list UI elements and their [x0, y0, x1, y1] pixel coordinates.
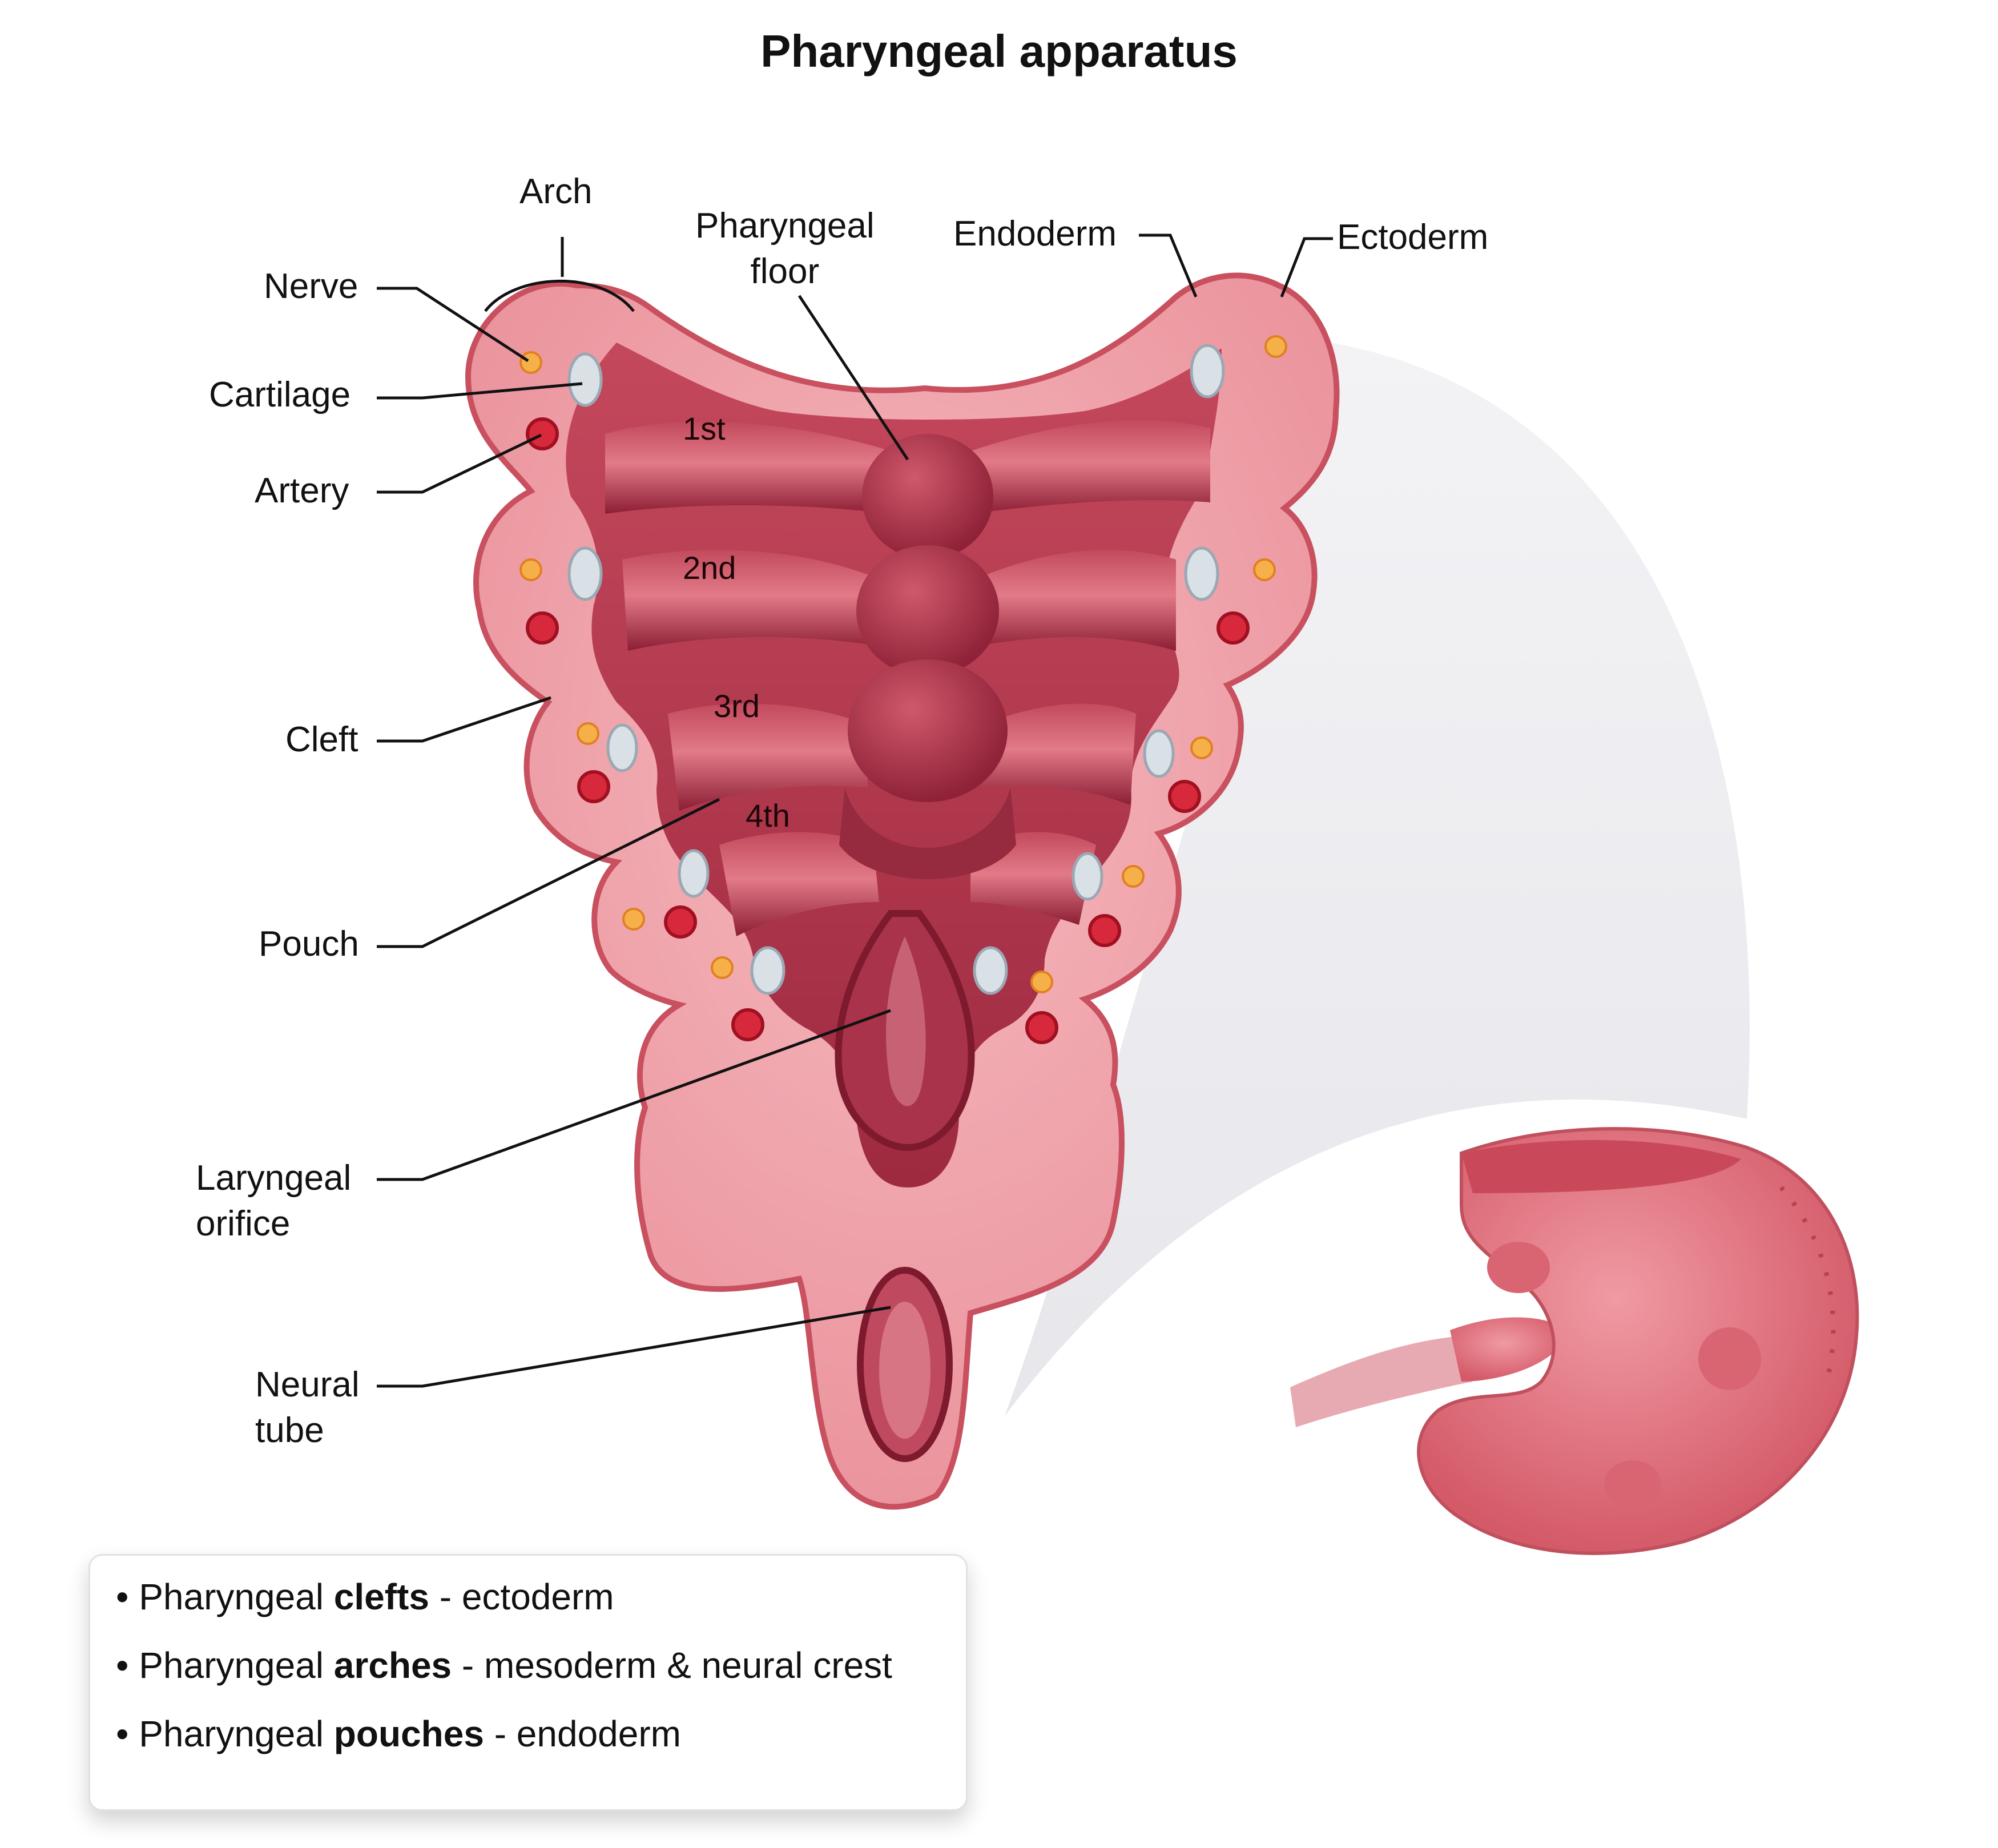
nerve-icon — [1123, 866, 1143, 887]
cartilage-icon — [1186, 548, 1218, 599]
cartilage-icon — [1191, 345, 1223, 397]
nerve-icon — [1254, 559, 1275, 580]
floor-bulge-2 — [856, 545, 999, 677]
nerve-icon — [521, 352, 541, 373]
diagram-title: Pharyngeal apparatus — [0, 25, 1998, 78]
cartilage-icon — [1145, 731, 1173, 776]
artery-label: Artery — [255, 468, 349, 514]
left-arch-bar-2 — [622, 550, 873, 651]
nerve-icon — [578, 723, 598, 744]
artery-icon — [1170, 782, 1199, 811]
artery-icon — [527, 613, 557, 643]
cartilage-icon — [1073, 853, 1102, 899]
cartilage-icon — [752, 948, 784, 993]
floor-bulge-1 — [862, 434, 993, 559]
pharyngeal-floor-label: Pharyngeal floor — [695, 203, 875, 295]
embryo-illustration — [1290, 1129, 1857, 1553]
artery-icon — [733, 1010, 763, 1040]
artery-icon — [527, 419, 557, 449]
artery-icon — [1090, 916, 1119, 945]
nerve-icon — [1032, 972, 1052, 992]
nerve-icon — [521, 559, 541, 580]
legend-row-clefts: • Pharyngeal clefts - ectoderm — [116, 1579, 966, 1647]
cartilage-icon — [608, 725, 637, 771]
arch-number-3: 3rd — [714, 687, 760, 724]
legend-row-arches: • Pharyngeal arches - mesoderm & neural … — [116, 1647, 966, 1716]
artery-icon — [579, 772, 609, 802]
ectoderm-label: Ectoderm — [1337, 215, 1488, 260]
endoderm-label: Endoderm — [953, 211, 1117, 257]
artery-icon — [1027, 1013, 1057, 1042]
nerve-label: Nerve — [264, 264, 358, 309]
arch-number-2: 2nd — [683, 549, 736, 586]
artery-icon — [1218, 613, 1248, 643]
arch-label: Arch — [519, 169, 592, 215]
nerve-icon — [1191, 738, 1212, 758]
legend-row-pouches: • Pharyngeal pouches - endoderm — [116, 1716, 966, 1784]
arch-number-1: 1st — [683, 410, 726, 447]
cartilage-icon — [569, 354, 601, 405]
laryngeal-orifice-label: Laryngeal orifice — [196, 1155, 351, 1247]
cleft-label: Cleft — [285, 717, 358, 763]
floor-bulge-3 — [848, 659, 1008, 802]
artery-icon — [666, 907, 695, 937]
neural-tube-label: Neural tube — [255, 1362, 360, 1454]
cartilage-label: Cartilage — [209, 372, 351, 418]
pouch-label: Pouch — [259, 921, 359, 967]
germ-layer-legend: • Pharyngeal clefts - ectoderm • Pharyng… — [88, 1554, 968, 1811]
cartilage-icon — [679, 851, 708, 896]
nerve-icon — [712, 957, 732, 978]
nerve-icon — [623, 909, 644, 929]
nerve-icon — [1266, 336, 1286, 357]
cartilage-icon — [569, 548, 601, 599]
cartilage-icon — [974, 948, 1006, 993]
arch-number-4: 4th — [746, 797, 790, 834]
